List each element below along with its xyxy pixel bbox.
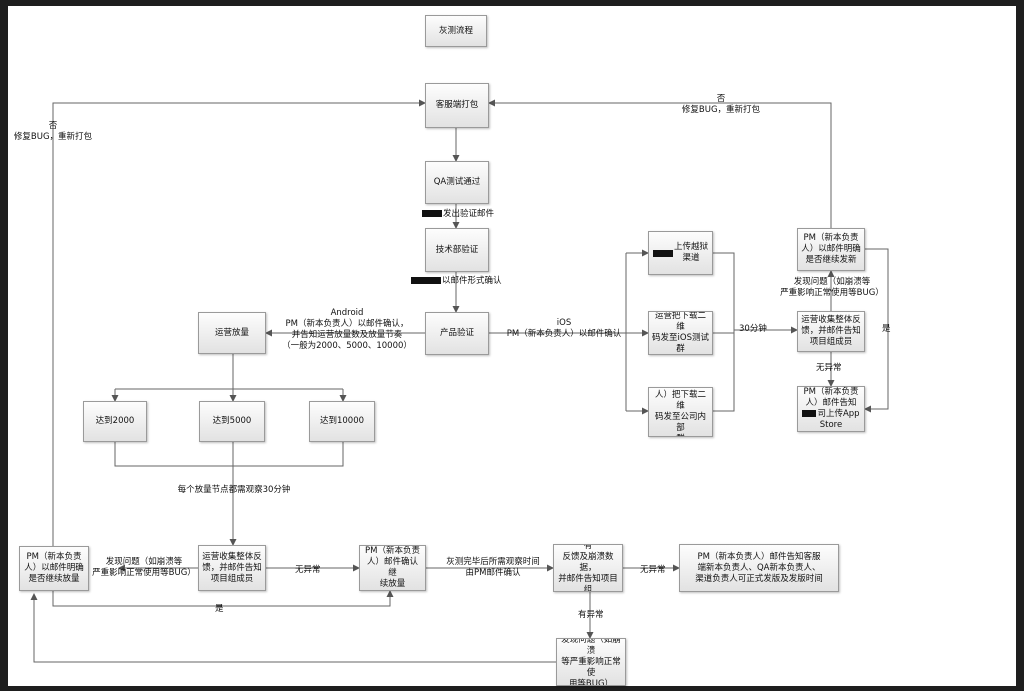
mail-confirm-label: 以邮件形式确认 (411, 276, 502, 287)
product-verify-node: 产品验证 (425, 312, 489, 355)
jailbreak-channel-upload-node: 上传越狱 渠道 (648, 231, 713, 275)
edge-pmleft-no (52, 99, 426, 546)
ios-label: iOS PM（新本负责人）以邮件确认 (506, 318, 622, 339)
ops-feedback-right-node: 运营收集整体反 馈，并邮件告知 项目组成员 (797, 311, 865, 352)
ios-qr-test-group-node: 运营把下载二维 码发至iOS测试 群 (648, 311, 713, 355)
has-exception-label: 有异常 (578, 610, 604, 620)
edge-pmright-yes (864, 248, 889, 413)
edge-thresholds-merge (114, 442, 344, 467)
no-exception-label-2: 无异常 (640, 565, 666, 575)
redacted-mark (411, 277, 441, 284)
observe-time-label: 灰测完毕后所需观察时间 由PM邮件确认 (446, 557, 540, 578)
observe-30min-label: 每个放量节点都需观察30分钟 (177, 485, 291, 495)
pm-appstore-text-post-row: 司上传App Store (802, 409, 860, 431)
redacted-mark (802, 410, 817, 417)
ops-volume-node: 运营放量 (198, 312, 266, 354)
issue-found-bottom-node: 发现问题（如崩溃 等严重影响正常使 用等BUG） (556, 638, 626, 686)
redacted-mark (422, 210, 442, 217)
no-rebuild-left-label: 否 修复BUG，重新打包 (13, 121, 93, 142)
redacted-mark (652, 249, 673, 257)
connector-layer (30, 99, 889, 663)
mail-confirm-text: 以邮件形式确认 (442, 276, 502, 286)
qa-pass-node: QA测试通过 (425, 161, 489, 204)
tech-verify-node: 技术部验证 (425, 228, 489, 272)
ops-collect-crash-node: 运营收集期间所有 反馈及崩溃数据， 并邮件告知项目组 成员 (553, 544, 623, 592)
yes-right-label: 是 (882, 324, 891, 334)
pm-confirm-right-node: PM（新本负责 人）以邮件明确 是否继续发新 (797, 228, 865, 271)
yes-bottom-label: 是 (215, 604, 224, 614)
pm-confirm-volume-left-node: PM（新本负责 人）以邮件明确 是否继续放量 (19, 546, 89, 591)
edge-ios-merge (713, 252, 735, 412)
edge-issue-pmleft (30, 593, 556, 663)
issue-left-label: 发现问题（如崩溃等 严重影响正常使用等BUG） (92, 557, 196, 578)
no-rebuild-right-label: 否 修复BUG，重新打包 (681, 94, 761, 115)
reach-10000-node: 达到10000 (309, 401, 375, 442)
thirty-min-label: 30分钟 (739, 324, 767, 334)
no-exception-right-label: 无异常 (816, 363, 842, 373)
pm-notify-release-node: PM（新本负责人）邮件告知客服 端新本负责人、QA新本负责人、 渠道负责人可正式… (679, 544, 839, 592)
reach-5000-node: 达到5000 (199, 401, 265, 442)
pm-appstore-text-pre: PM（新本负责 人）邮件告知 (803, 387, 859, 408)
jailbreak-channel-text: 上传越狱 渠道 (673, 242, 708, 263)
ops-feedback-left-node: 运营收集整体反 馈，并邮件告知 项目组成员 (198, 545, 266, 591)
title-node: 灰测流程 (425, 15, 487, 47)
send-verify-mail-text: 发出验证邮件 (443, 209, 495, 219)
pm-internal-group-node: PM（新本负责 人）把下载二维 码发至公司内部 群 (648, 387, 713, 437)
no-exception-label-1: 无异常 (295, 565, 321, 575)
android-label: Android PM（新本负责人）以邮件确认， 并告知运营放量数及放量节奏 （一… (282, 308, 412, 351)
edge-pmright-no (488, 99, 832, 228)
flowchart-canvas: 灰测流程 客服端打包 QA测试通过 技术部验证 产品验证 运营放量 达到2000… (8, 6, 1016, 686)
client-build-node: 客服端打包 (425, 83, 489, 128)
send-verify-mail-label: 发出验证邮件 (422, 209, 494, 220)
reach-2000-node: 达到2000 (83, 401, 147, 442)
edge-pmleft-yes (52, 590, 394, 607)
pm-appstore-node: PM（新本负责 人）邮件告知 司上传App Store (797, 386, 865, 432)
pm-appstore-text-post: 司上传App Store (817, 409, 860, 430)
issue-right-label: 发现问题（如崩溃等 严重影响正常使用等BUG） (780, 277, 884, 298)
pm-confirm-continue-volume-node: PM（新本负责 人）邮件确认继 续放量 (359, 545, 426, 591)
